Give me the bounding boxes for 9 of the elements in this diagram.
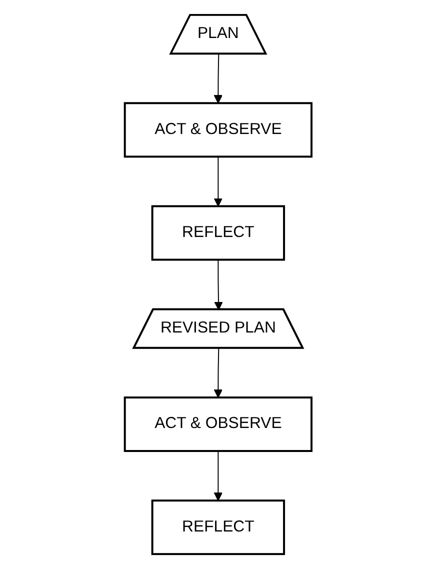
node-box: REFLECT (151, 500, 285, 556)
arrow (214, 156, 222, 207)
node-box: REFLECT (151, 205, 285, 261)
arrow (214, 54, 222, 104)
arrow (214, 259, 223, 310)
node-box: ACT & OBSERVE (124, 396, 312, 452)
arrow (214, 348, 222, 398)
node-box: ACT & OBSERVE (124, 102, 312, 158)
arrow (214, 450, 222, 501)
